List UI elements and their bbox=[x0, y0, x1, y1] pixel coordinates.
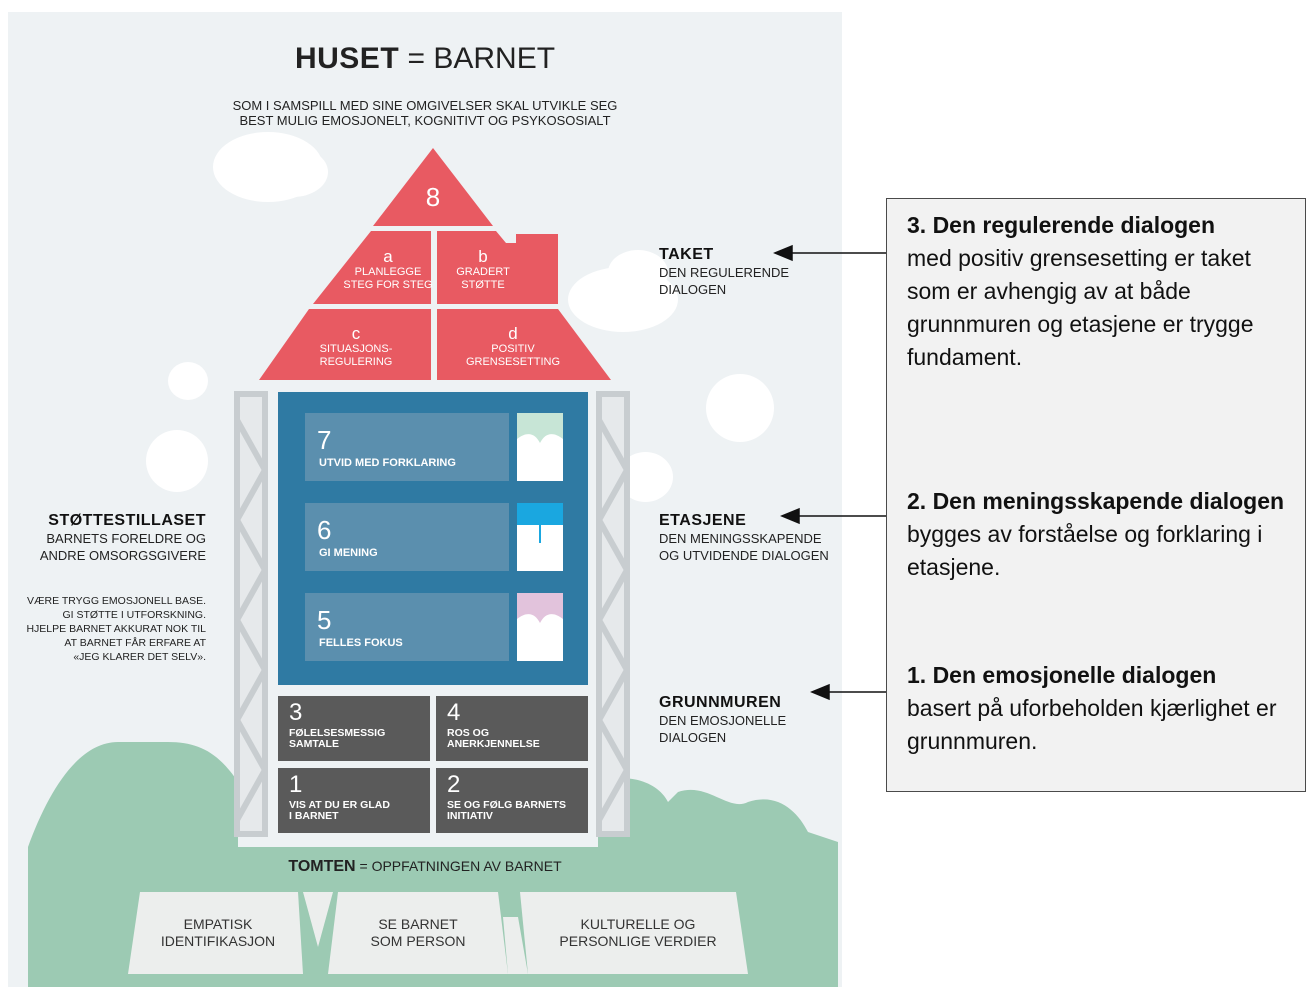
cloud bbox=[258, 147, 328, 197]
floor-6: 6 GI MENING bbox=[305, 503, 509, 571]
label-taket: TAKET DEN REGULERENDE DIALOGEN bbox=[659, 246, 790, 297]
cloud bbox=[706, 374, 774, 442]
window-curtain-7 bbox=[517, 413, 563, 481]
roof-cell-d bbox=[437, 309, 611, 380]
floor-5: 5 FELLES FOKUS bbox=[305, 593, 509, 661]
poster: HUSET = BARNET SOM I SAMSPILL MED SINE O… bbox=[8, 12, 842, 987]
tomten-heading: TOMTEN = OPPFATNINGEN AV BARNET bbox=[288, 858, 562, 875]
cloud bbox=[146, 430, 208, 492]
diagram-title: HUSET = BARNET bbox=[294, 42, 556, 75]
roof-cell-b-text: b GRADERT STØTTE bbox=[456, 247, 510, 292]
cloud bbox=[608, 250, 668, 295]
roof bbox=[259, 148, 611, 380]
roof-cell-d-text: d POSITIV GRENSESETTING bbox=[465, 324, 561, 369]
floor-7: 7 UTVID MED FORKLARING bbox=[305, 413, 509, 481]
roof-cell-c bbox=[259, 309, 431, 380]
roof-cell-c-text: c SITUASJONS- REGULERING bbox=[319, 324, 393, 369]
roof-peak bbox=[373, 148, 493, 226]
label-grunnmuren: GRUNNMUREN DEN EMOSJONELLE DIALOGEN bbox=[659, 694, 787, 745]
scaffold bbox=[234, 391, 630, 837]
roof-cell-b bbox=[437, 231, 558, 304]
scaffold-description: VÆRE TRYGG EMOSJONELL BASE. GI STØTTE I … bbox=[26, 595, 206, 663]
callout-etasjene: 2. Den meningsskapende dialogen bygges a… bbox=[907, 488, 1285, 580]
tomten-value-shapes bbox=[128, 892, 748, 974]
cloud bbox=[168, 362, 208, 400]
roof-cell-a bbox=[313, 231, 431, 304]
roof-cell-a-text: a PLANLEGGE STEG FOR STEG bbox=[343, 247, 433, 292]
diagram-subtitle: SOM I SAMSPILL MED SINE OMGIVELSER SKAL … bbox=[232, 98, 618, 128]
label-etasjene: ETASJENE DEN MENINGSSKAPENDE OG UTVIDEND… bbox=[659, 512, 829, 563]
roof-peak-number: 8 bbox=[425, 182, 441, 212]
window-blind-6 bbox=[517, 503, 563, 571]
scaffold-label: STØTTESTILLASET BARNETS FORELDRE OG ANDR… bbox=[39, 512, 206, 563]
window-curtain-5 bbox=[517, 593, 563, 661]
